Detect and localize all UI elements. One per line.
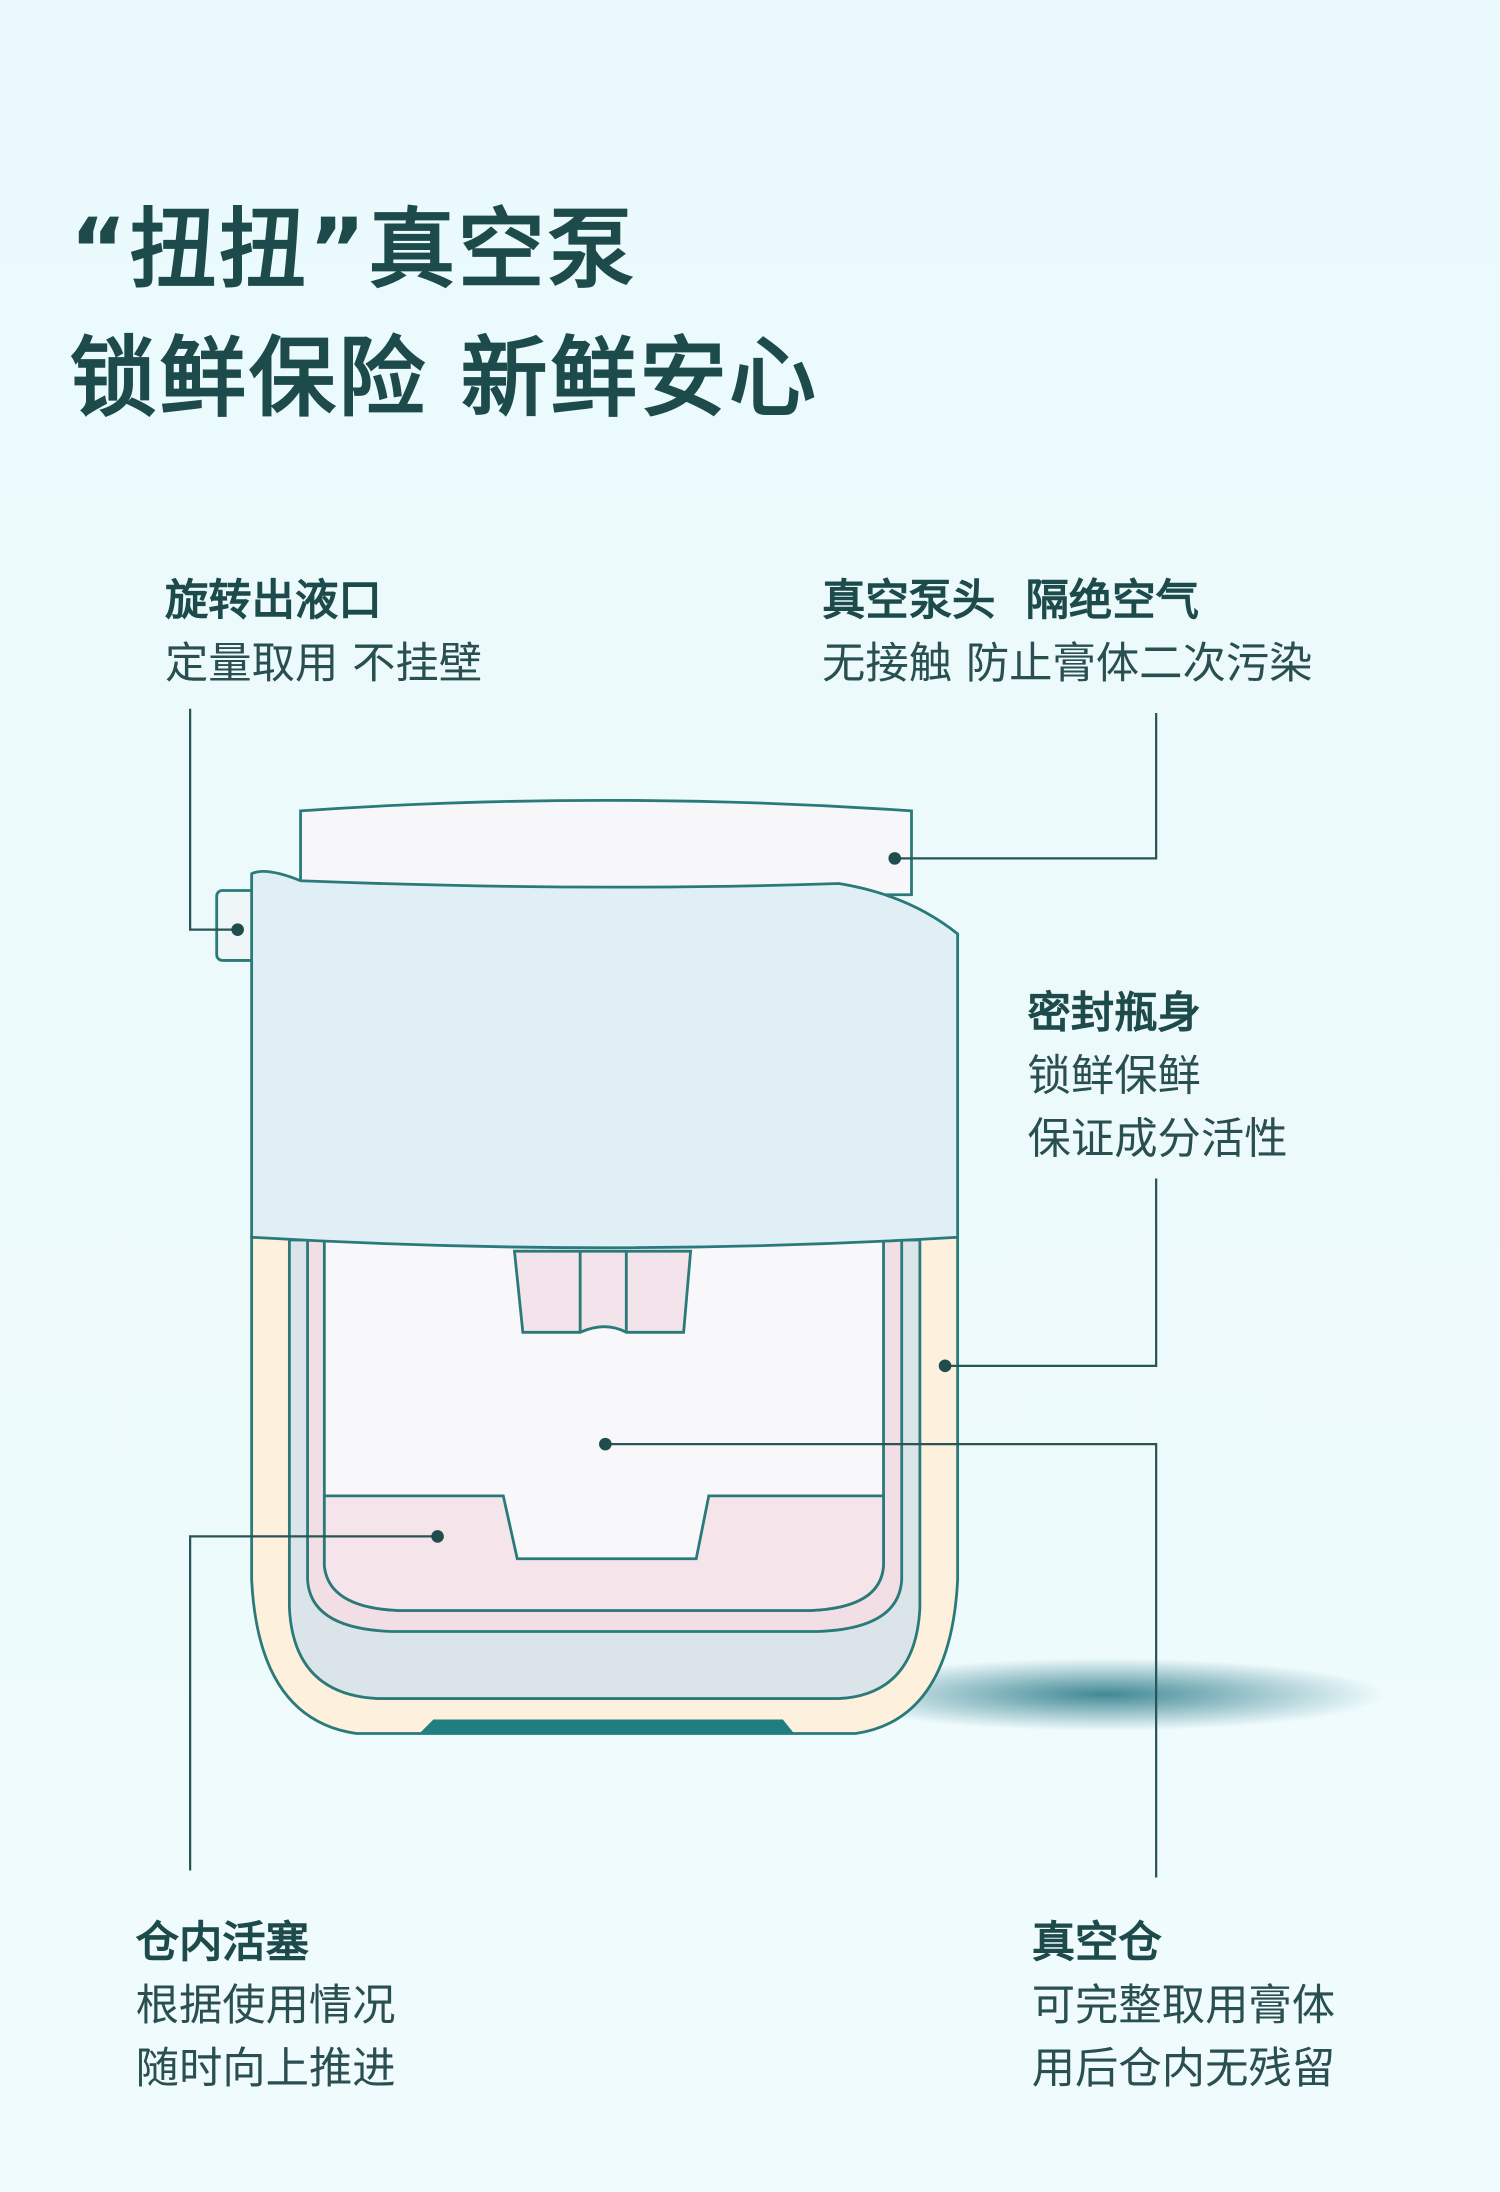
bottle-upper-sleeve <box>250 870 960 1250</box>
pump-head <box>299 798 913 897</box>
callout-body-text1: 锁鲜保鲜 <box>1027 1051 1201 1102</box>
callout-body-text2: 保证成分活性 <box>1027 1114 1288 1165</box>
bottle-base <box>419 1719 795 1734</box>
leader-lines <box>189 708 1158 1878</box>
callout-pump-title: 真空泵头 隔绝空气 <box>822 575 1199 627</box>
callout-chamber-text1: 可完整取用膏体 <box>1031 1980 1336 2032</box>
piston <box>322 1494 885 1612</box>
bottle-shadow <box>824 1658 1385 1731</box>
callout-piston-text2: 随时向上推进 <box>135 2043 396 2095</box>
callout-pump-text: 无接触 防止膏体二次污染 <box>822 638 1313 690</box>
callout-spout-title: 旋转出液口 <box>164 575 382 627</box>
callout-chamber-title: 真空仓 <box>1031 1918 1162 1969</box>
headline-line2: 锁鲜保险 新鲜安心 <box>69 327 819 430</box>
callout-body-title: 密封瓶身 <box>1027 988 1201 1039</box>
callout-chamber-text2: 用后仓内无残留 <box>1031 2043 1336 2095</box>
callout-piston-text1: 根据使用情况 <box>135 1980 396 2032</box>
callout-piston-title: 仓内活塞 <box>135 1918 309 1969</box>
nozzle <box>512 1249 693 1334</box>
headline-line1: “扭扭”真空泵 <box>69 198 637 301</box>
callout-spout-text: 定量取用 不挂壁 <box>164 638 483 690</box>
